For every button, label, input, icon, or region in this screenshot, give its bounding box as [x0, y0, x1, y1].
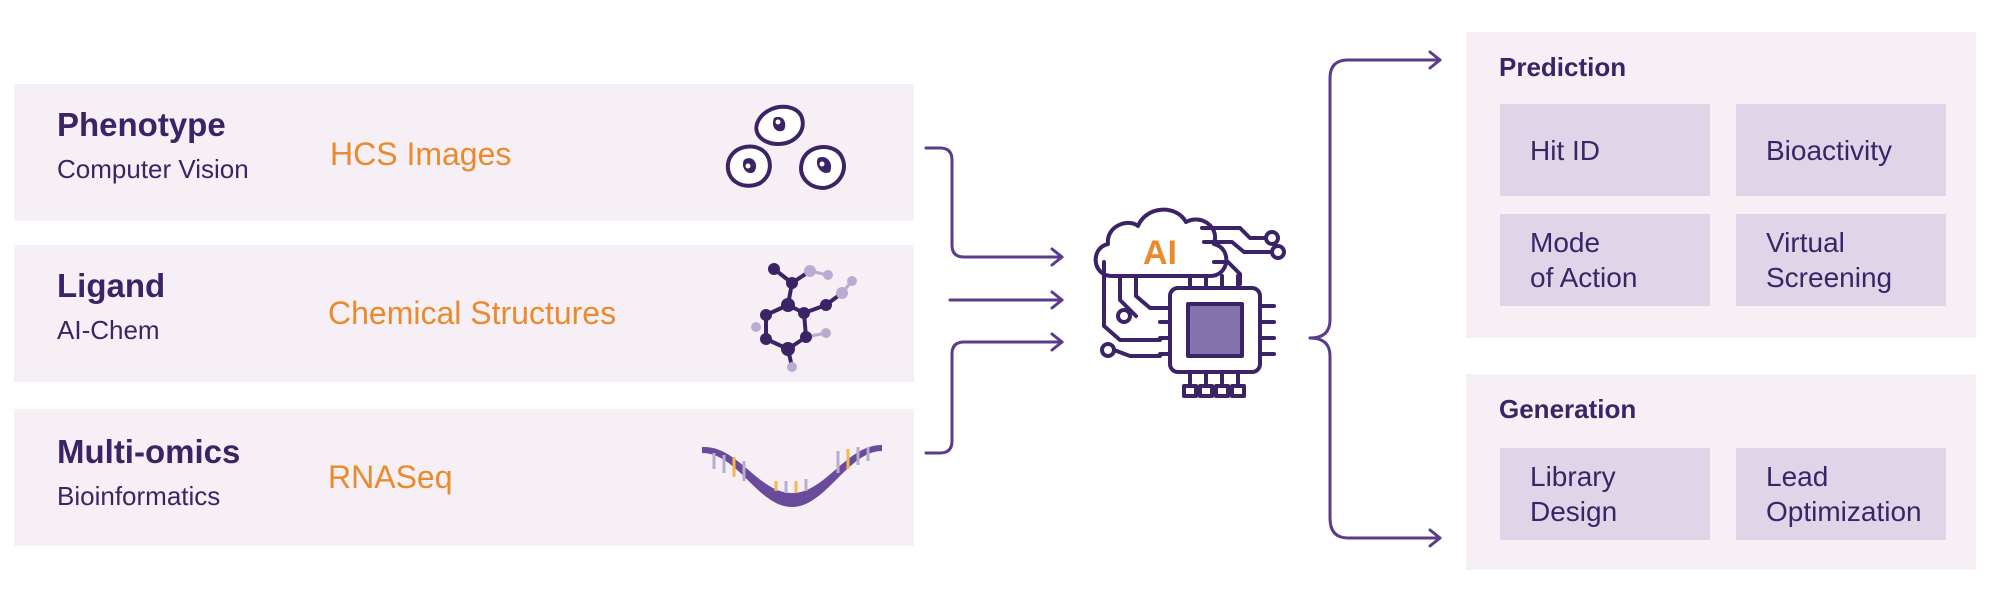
row-subtitle: Bioinformatics: [57, 481, 221, 511]
tile-bioactivity: Bioactivity: [1736, 104, 1946, 196]
flow-line-phenotype: [924, 146, 1064, 259]
panel-title: Generation: [1499, 394, 1637, 424]
tile-label: Hit ID: [1530, 134, 1600, 166]
tile-label: Mode of Action: [1530, 227, 1638, 293]
row-title: Multi-omics: [57, 433, 241, 470]
row-title: Phenotype: [57, 106, 226, 143]
input-row-multiomics: Multi-omics Bioinformatics RNASeq: [14, 409, 914, 546]
arrow-head: [1050, 247, 1064, 267]
tile-label: Lead Optimization: [1766, 461, 1922, 527]
arrow-head: [1050, 290, 1064, 310]
panel-title: Prediction: [1499, 52, 1627, 82]
arrow-head: [1428, 50, 1442, 70]
tile-lead-optimization: Lead Optimization: [1736, 448, 1946, 540]
prediction-panel: Prediction Hit ID Bioactivity Mode of Ac…: [1466, 32, 1976, 338]
rna-icon: [702, 445, 882, 507]
row-data-type: Chemical Structures: [328, 295, 617, 331]
input-row-ligand: Ligand AI-Chem Chemical Structures: [14, 245, 914, 382]
generation-panel: Generation Library Design Lead Optimizat…: [1466, 374, 1976, 570]
ai-chip-icon: [1093, 207, 1286, 398]
flow-line-multiomics: [924, 340, 1064, 455]
tile-hit-id: Hit ID: [1500, 104, 1710, 196]
tile-virtual-screening: Virtual Screening: [1736, 214, 1946, 306]
tile-label: Bioactivity: [1766, 134, 1893, 166]
molecule-icon: [751, 263, 857, 372]
arrow-head: [1050, 332, 1064, 352]
tile-mode-of-action: Mode of Action: [1500, 214, 1710, 306]
flow-line-prediction: [1308, 58, 1442, 340]
cells-icon: [725, 104, 846, 191]
ai-label: AI: [1143, 234, 1177, 272]
arrow-head: [1428, 528, 1442, 548]
row-subtitle: AI-Chem: [57, 315, 160, 345]
row-data-type: HCS Images: [330, 136, 512, 172]
input-row-phenotype: Phenotype Computer Vision HCS Images: [14, 84, 914, 221]
row-data-type: RNASeq: [328, 459, 453, 495]
row-subtitle: Computer Vision: [57, 154, 249, 184]
row-title: Ligand: [57, 267, 166, 304]
tile-label: Virtual Screening: [1766, 227, 1893, 293]
tile-label: Library Design: [1530, 461, 1618, 527]
tile-library-design: Library Design: [1500, 448, 1710, 540]
flow-line-generation: [1328, 354, 1442, 540]
